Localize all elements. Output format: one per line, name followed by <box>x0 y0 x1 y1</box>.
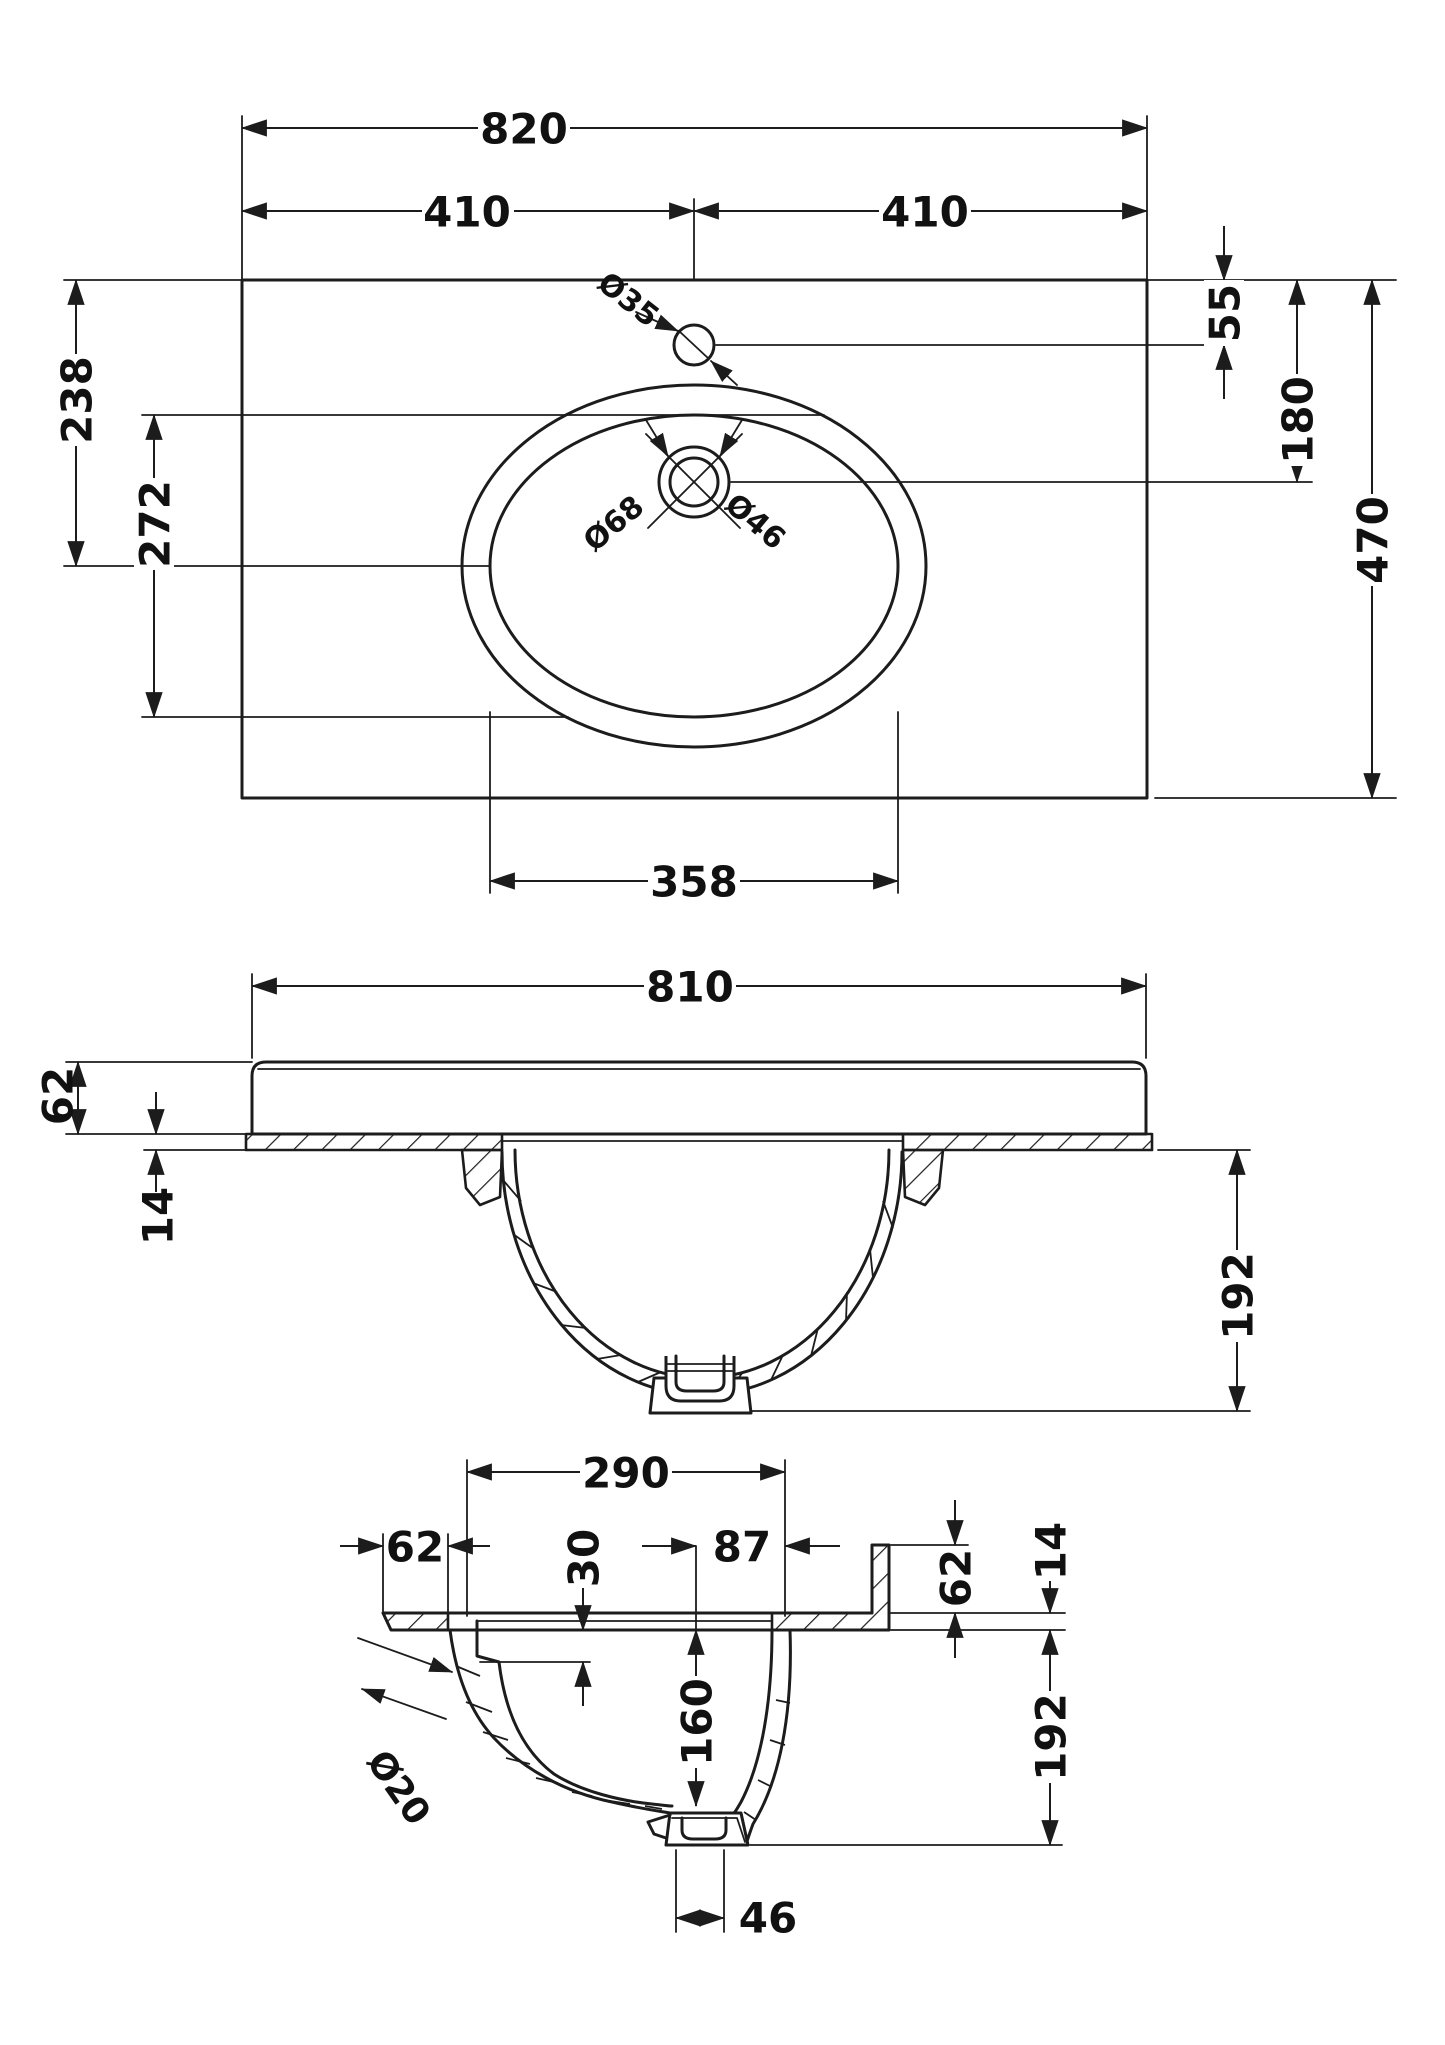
dim-plan-waste-offset: 180 <box>1274 376 1323 464</box>
plan-dimensions: 820 410 410 238 272 358 <box>53 105 1398 907</box>
countertop-outline <box>240 278 1149 800</box>
svg-text:Ø35: Ø35 <box>591 266 666 335</box>
dim-side-overflow-dia: Ø20 <box>358 1743 438 1833</box>
dim-front-bowl-depth: 192 <box>1214 1252 1263 1340</box>
waste-outer-circle <box>657 445 731 519</box>
label-waste-outer-dia: Ø68 <box>577 489 651 559</box>
side-drain-tab <box>646 1813 672 1840</box>
bowl-inner-rim <box>488 413 900 719</box>
dim-side-underside-depth: 192 <box>1027 1693 1076 1781</box>
svg-text:Ø68: Ø68 <box>577 489 651 559</box>
dim-plan-top-to-bowl-center: 238 <box>53 356 102 444</box>
front-view: 810 62 14 192 <box>34 963 1263 1415</box>
label-waste-inner-dia: Ø46 <box>718 487 792 557</box>
dim-plan-overall-width: 820 <box>480 105 568 154</box>
dim-front-slab-thickness: 62 <box>34 1067 83 1125</box>
plan-extension-lines <box>63 115 1397 894</box>
label-tap-dia: Ø35 <box>591 266 666 335</box>
dim-side-rim-recess: 30 <box>560 1529 609 1587</box>
dim-side-flange-thickness: 14 <box>1027 1522 1076 1580</box>
side-dimensions: 290 62 30 87 62 14 <box>340 1449 1076 1943</box>
side-drain-recess <box>680 1816 728 1841</box>
dim-plan-overall-depth: 470 <box>1349 496 1398 584</box>
front-drain-inner <box>674 1354 726 1393</box>
front-flange-right <box>901 1132 1154 1152</box>
waste-cross <box>645 419 743 529</box>
dim-side-drain-width: 46 <box>739 1894 797 1943</box>
plan-view: 820 410 410 238 272 358 <box>53 105 1398 907</box>
front-lug-right <box>901 1148 945 1207</box>
dim-side-bowl-opening: 290 <box>582 1449 670 1498</box>
dim-side-waste-to-back: 87 <box>713 1523 771 1572</box>
overflow-callout: Ø20 <box>357 1637 453 1833</box>
front-slab <box>250 1060 1148 1136</box>
front-bowl-inner-wall <box>513 1148 891 1380</box>
tap-hole-leader <box>635 311 738 386</box>
dim-plan-bowl-opening-depth: 272 <box>131 480 180 568</box>
bowl-outer-rim <box>460 383 928 749</box>
side-bowl-back-inner <box>732 1628 774 1815</box>
svg-text:Ø46: Ø46 <box>718 487 792 557</box>
side-bowl-inner-wall <box>475 1619 674 1808</box>
side-bowl-hatch-ticks <box>455 1665 791 1821</box>
front-lug-left <box>460 1148 504 1207</box>
dim-front-slab-width: 810 <box>646 963 734 1012</box>
dim-plan-bowl-opening-width: 358 <box>650 858 738 907</box>
front-dimensions: 810 62 14 192 <box>34 963 1263 1413</box>
dim-plan-center-left: 410 <box>423 188 511 237</box>
dim-side-front-ledge: 62 <box>386 1523 444 1572</box>
side-bowl-back-outer <box>744 1628 792 1847</box>
side-view: Ø20 290 62 <box>340 1449 1076 1943</box>
side-strip-back-hatch <box>770 1543 891 1632</box>
dim-side-upstand-height: 62 <box>932 1549 981 1607</box>
dim-plan-tap-offset: 55 <box>1201 284 1250 342</box>
side-strip-front-hatch <box>381 1611 450 1632</box>
front-extension-lines <box>65 973 1251 1412</box>
waste-inner-circle <box>668 456 720 508</box>
dim-front-flange-thickness: 14 <box>134 1187 183 1245</box>
side-bowl-outer-wall <box>448 1628 672 1815</box>
dim-side-bowl-inner-depth: 160 <box>673 1678 722 1766</box>
front-flange-left <box>244 1132 504 1152</box>
dim-plan-center-right: 410 <box>881 188 969 237</box>
tap-hole <box>672 323 716 367</box>
